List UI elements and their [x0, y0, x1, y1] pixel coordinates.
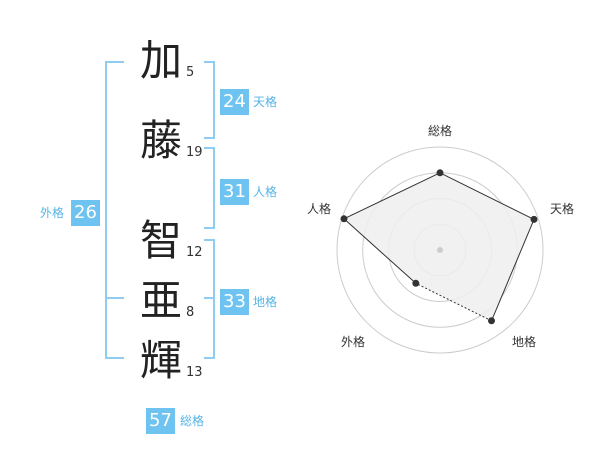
radar-edge [343, 218, 417, 284]
chikaku-value-badge: 33 [220, 289, 249, 315]
radar-edge [343, 172, 441, 220]
gaikaku-label: 外格 [40, 206, 65, 220]
soukaku-label: 総格 [180, 414, 205, 428]
radar-label-gaikaku: 外格 [341, 335, 366, 349]
radar-point-3 [488, 317, 495, 325]
stroke-count-5: 13 [186, 365, 203, 380]
radar-label-tenkaku: 天格 [550, 202, 575, 216]
name-char-2: 藤 [139, 116, 182, 165]
stroke-count-3: 12 [186, 245, 203, 260]
chikaku-label: 地格 [253, 295, 278, 309]
radar-point-2 [530, 215, 538, 223]
jinkaku-value-badge: 31 [220, 179, 249, 205]
radar-center-dot [437, 247, 443, 253]
tenkaku-value-badge: 24 [220, 89, 249, 115]
stroke-count-2: 19 [186, 145, 203, 160]
jinkaku-label: 人格 [253, 185, 278, 199]
radar-label-chikaku: 地格 [512, 335, 537, 349]
name-char-1: 加 [139, 36, 182, 85]
name-char-4: 亜 [139, 276, 182, 325]
gaikaku-bracket [105, 61, 124, 359]
radar-point-5 [340, 215, 348, 223]
stroke-count-1: 5 [186, 65, 195, 80]
radar-label-soukaku: 総格 [428, 124, 453, 138]
radar-edge [439, 172, 535, 220]
tenkaku-bracket [204, 61, 215, 139]
radar-label-jinkaku: 人格 [307, 202, 332, 216]
soukaku-value-badge: 57 [146, 408, 175, 434]
radar-area [344, 172, 534, 321]
radar-point-4 [412, 279, 420, 287]
name-char-5: 輝 [139, 336, 182, 385]
stroke-count-4: 8 [186, 305, 195, 320]
radar-edge [491, 219, 535, 321]
name-char-3: 智 [139, 216, 182, 265]
radar-point-1 [436, 169, 444, 177]
jinkaku-bracket [204, 147, 215, 229]
gaikaku-value-badge: 26 [71, 200, 100, 226]
radar-points [340, 169, 538, 325]
radar-lines [343, 172, 535, 322]
tenkaku-label: 天格 [253, 95, 278, 109]
bracket-group [105, 61, 215, 359]
